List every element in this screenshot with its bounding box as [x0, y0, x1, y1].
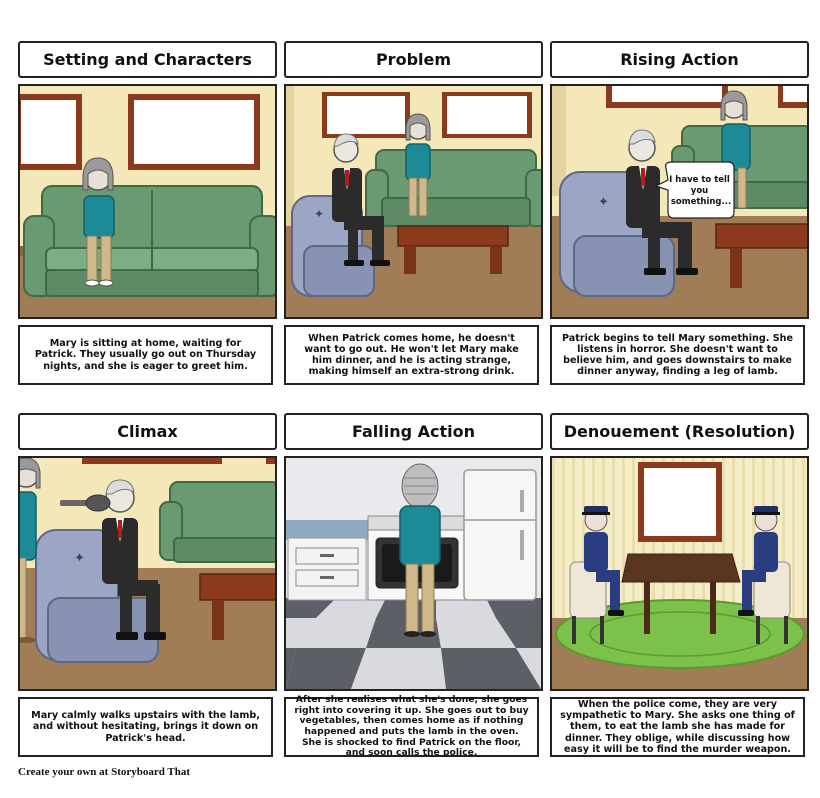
- scene-lamb-strike: ✦: [18, 456, 277, 691]
- svg-text:I have to tell you: I have to tell you something...: [669, 175, 733, 207]
- panel-caption: Mary calmly walks upstairs with the lamb…: [18, 697, 273, 757]
- mary-figure: [82, 157, 115, 287]
- round-rug: [555, 599, 805, 669]
- scene-kitchen: [284, 456, 543, 691]
- scene-patrick-confesses: ✦ I have to tell: [550, 84, 809, 319]
- picture-frame-right: [128, 94, 260, 170]
- picture-frame: [606, 86, 807, 108]
- sofa: [365, 149, 541, 227]
- speech-line-2: you: [691, 186, 708, 196]
- scene-patrick-home: ✦: [284, 84, 543, 319]
- panel-caption: When Patrick comes home, he doesn't want…: [284, 325, 539, 385]
- panel-title: Setting and Characters: [18, 41, 277, 78]
- storyboard-that-credit[interactable]: Create your own at Storyboard That: [18, 766, 191, 778]
- svg-text:✦: ✦: [598, 194, 609, 209]
- speech-bubble: I have to tell you something...: [654, 161, 735, 219]
- mary-figure: [405, 113, 431, 217]
- fridge: [463, 469, 537, 601]
- svg-text:✦: ✦: [314, 207, 324, 221]
- coffee-table: [715, 223, 807, 288]
- panel-caption: Patrick begins to tell Mary something. S…: [550, 325, 805, 385]
- lamb-leg: [60, 494, 111, 512]
- dining-table: [621, 553, 741, 634]
- police-officer-right: [738, 506, 791, 644]
- picture-frame-left: [20, 94, 82, 170]
- speech-line-1: I have to tell: [669, 175, 730, 185]
- panel-title: Denouement (Resolution): [550, 413, 809, 450]
- sofa: [23, 185, 275, 297]
- panel-title: Falling Action: [284, 413, 543, 450]
- panel-title: Problem: [284, 41, 543, 78]
- police-officer-left: [569, 506, 624, 644]
- panel-caption: After she realises what she's done, she …: [284, 694, 539, 758]
- panel-caption: When the police come, they are very symp…: [550, 697, 805, 757]
- mary-figure: [20, 458, 41, 643]
- checkered-floor: [286, 598, 541, 689]
- svg-text:✦: ✦: [74, 550, 85, 565]
- coffee-table: [397, 225, 509, 274]
- panel-title: Climax: [18, 413, 277, 450]
- counter-cabinet: [286, 520, 368, 601]
- panel-title: Rising Action: [550, 41, 809, 78]
- scene-mary-waiting: [18, 84, 277, 319]
- patrick-figure: [332, 133, 390, 266]
- picture-frame: [82, 458, 275, 464]
- picture-frame-right: [442, 92, 532, 138]
- panel-caption: Mary is sitting at home, waiting for Pat…: [18, 325, 273, 385]
- picture-frame-left: [322, 92, 410, 138]
- patrick-figure: [626, 129, 698, 275]
- mary-figure: [399, 463, 441, 637]
- speech-line-3: something...: [671, 197, 731, 207]
- scene-police-dinner: [550, 456, 809, 691]
- patrick-figure: [102, 479, 166, 640]
- picture-frame: [638, 462, 722, 542]
- sofa: [159, 481, 275, 563]
- coffee-table: [199, 573, 275, 640]
